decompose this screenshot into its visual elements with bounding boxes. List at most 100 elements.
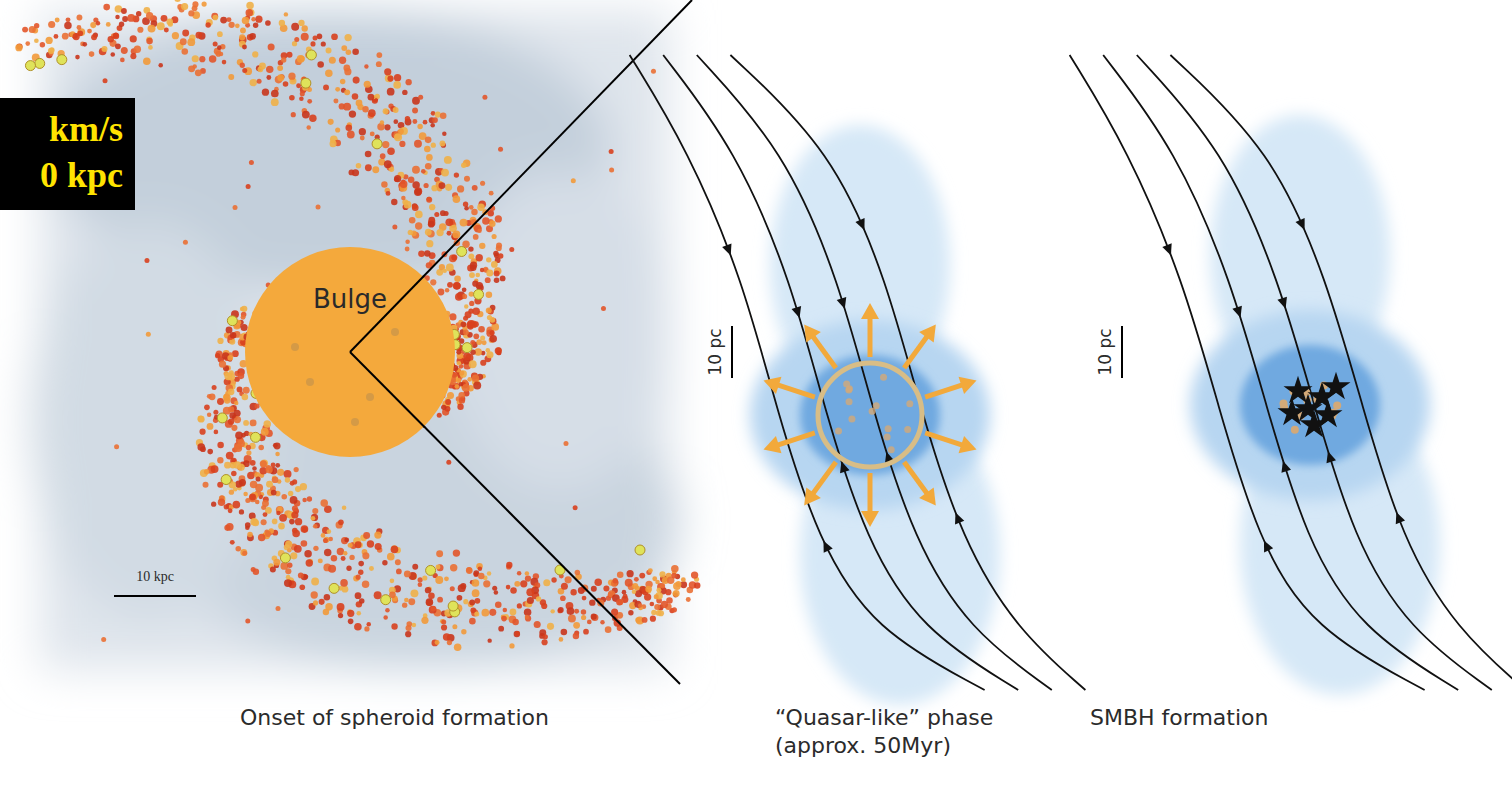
- star-particle: [344, 68, 351, 75]
- star-particle: [340, 579, 348, 587]
- star-particle: [405, 247, 410, 252]
- star-particle: [276, 511, 280, 515]
- star-particle: [161, 15, 168, 22]
- star-particle: [356, 575, 361, 580]
- star-particle: [195, 69, 202, 76]
- star-particle: [375, 543, 382, 550]
- star-particle: [226, 326, 233, 333]
- star-particle: [400, 180, 408, 188]
- star-particle: [218, 498, 225, 505]
- star-particle: [164, 28, 169, 33]
- star-particle: [480, 360, 486, 366]
- star-particle: [134, 46, 141, 53]
- star-particle: [215, 353, 220, 358]
- star-particle: [238, 464, 245, 471]
- star-particle: [487, 571, 491, 575]
- star-particle: [219, 361, 226, 368]
- star-particle: [365, 151, 372, 158]
- star-particle: [440, 112, 447, 119]
- star-particle: [77, 25, 82, 30]
- star-particle: [478, 573, 484, 579]
- star-particle: [486, 292, 493, 299]
- star-particle: [408, 598, 415, 605]
- star-particle: [146, 38, 153, 45]
- star-particle: [313, 546, 318, 551]
- star-particle: [273, 559, 280, 566]
- star-particle: [534, 621, 541, 628]
- info-box: km/s0 kpc: [0, 98, 135, 210]
- star-particle: [338, 613, 343, 618]
- star-particle: [632, 590, 637, 595]
- star-particle: [405, 239, 410, 244]
- star-particle: [506, 562, 512, 568]
- star-symbol: [1322, 372, 1351, 400]
- star-particle: [469, 205, 474, 210]
- star-particle: [492, 234, 497, 239]
- star-particle: [320, 499, 328, 507]
- star-particle: [671, 573, 677, 579]
- star-particle: [421, 617, 428, 624]
- star-particle: [414, 140, 422, 148]
- star-particle: [565, 576, 572, 583]
- outflow-arrow: [904, 462, 930, 498]
- panel-caption: Onset of spheroid formation: [240, 704, 580, 732]
- star-particle: [338, 519, 344, 525]
- star-particle: [473, 381, 481, 389]
- star-particle: [254, 403, 259, 408]
- star-particle: [457, 404, 463, 410]
- scale-label: 10 kpc: [112, 568, 198, 586]
- star-particle: [299, 97, 304, 102]
- star-particle: [374, 591, 382, 599]
- star-particle: [108, 36, 114, 42]
- star-particle: [476, 339, 482, 345]
- star-particle: [103, 78, 108, 83]
- star-particle: [582, 596, 587, 601]
- star-particle: [368, 94, 375, 101]
- star-particle: [240, 549, 247, 556]
- star-particle: [304, 550, 312, 558]
- star-particle: [288, 73, 295, 80]
- star-particle: [906, 400, 913, 407]
- star-particle: [424, 146, 431, 153]
- star-particle: [352, 93, 359, 100]
- star-particle: [447, 640, 452, 645]
- star-particle: [243, 420, 249, 426]
- star-particle: [203, 482, 209, 488]
- star-particle: [483, 580, 490, 587]
- star-particle: [347, 131, 355, 139]
- star-particle: [192, 5, 198, 11]
- star-particle: [409, 217, 416, 224]
- star-particle: [494, 277, 500, 283]
- star-particle: [66, 17, 71, 22]
- star-particle: [543, 634, 548, 639]
- star-particle: [561, 629, 568, 636]
- star-particle: [235, 480, 242, 487]
- star-particle: [266, 75, 271, 80]
- star-particle: [183, 240, 188, 245]
- star-particle: [390, 579, 395, 584]
- star-particle: [229, 490, 234, 495]
- star-particle: [603, 585, 609, 591]
- star-particle: [277, 74, 284, 81]
- star-particle: [110, 52, 115, 57]
- star-particle: [217, 31, 223, 37]
- star-particle: [447, 282, 453, 288]
- star-particle: [294, 467, 299, 472]
- star-particle: [199, 56, 205, 62]
- star-particle: [274, 442, 281, 449]
- star-particle: [447, 231, 452, 236]
- star-particle: [384, 68, 391, 75]
- star-particle: [383, 108, 389, 114]
- star-particle: [428, 593, 435, 600]
- star-particle: [591, 586, 597, 592]
- star-particle: [252, 466, 257, 471]
- star-particle: [454, 275, 461, 282]
- star-particle: [651, 610, 656, 615]
- field-line: [630, 55, 985, 690]
- star-particle: [242, 551, 247, 556]
- star-cluster: [448, 601, 458, 611]
- star-particle: [512, 619, 519, 626]
- star-particle: [424, 183, 429, 188]
- star-particle: [348, 543, 353, 548]
- star-particle: [220, 17, 227, 24]
